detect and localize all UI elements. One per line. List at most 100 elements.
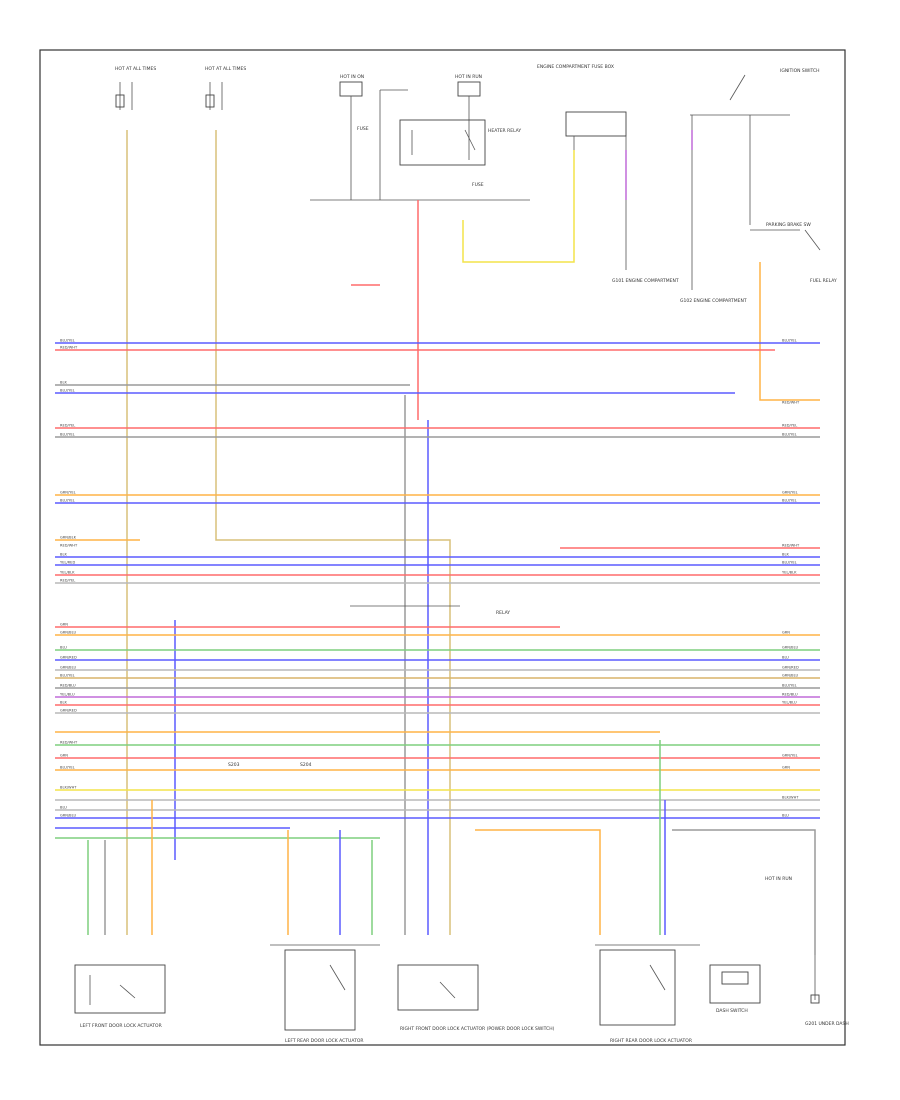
fuse-a-label: FUSE: [357, 126, 369, 132]
right-wire-label: BLK: [782, 553, 789, 557]
left-rear-door-lock-label: LEFT REAR DOOR LOCK ACTUATOR: [285, 1038, 364, 1044]
left-wire-label: BLU/YEL: [60, 674, 75, 678]
fuse-feed-left: HOT AT ALL TIMES HOT AT ALL TIMES: [115, 66, 246, 110]
right-front-door-lock-actuator: [397, 964, 479, 1011]
right-wire-label: BLK/WHT: [782, 796, 799, 800]
drop-wires: [87, 740, 816, 955]
fuel-relay-label: FUEL RELAY: [810, 278, 837, 284]
right-wire-label: GRN/BLU: [782, 674, 798, 678]
right-wire-labels: BLU/YEL RED/WHT RED/YEL BLU/YEL GRN/YEL BLU/Y…: [782, 339, 800, 818]
left-wire-label: BLU/YEL: [60, 766, 75, 770]
heater-relay-box: [399, 119, 486, 166]
left-wire-labels: BLU/YEL RED/WHT BLK BLU/YEL RED/YEL BLU/YEL GR…: [60, 339, 78, 818]
left-wire-label: YEL/RED: [60, 561, 75, 565]
fuse-b-label: FUSE: [472, 182, 484, 188]
dash-switch-label: DASH SWITCH: [716, 1008, 748, 1014]
left-front-door-lock-actuator: [74, 964, 166, 1014]
vertical-wires: [126, 130, 820, 935]
right-wire-label: GRN/YEL: [782, 491, 798, 495]
right-wire-label: GRN/BLU: [782, 646, 798, 650]
left-wire-label: RED/YEL: [60, 579, 75, 583]
heater-relay-label: HEATER RELAY: [488, 128, 521, 134]
left-wire-label: BLU/YEL: [60, 433, 75, 437]
right-wire-label: BLU/YEL: [782, 684, 797, 688]
right-wire-label: RED/YEL: [782, 424, 797, 428]
right-wire-label: RED/WHT: [782, 544, 800, 548]
left-wire-label: GRN/BLU: [60, 814, 76, 818]
left-wire-label: GRN: [60, 623, 68, 627]
left-wire-label: BLK: [60, 701, 67, 705]
hot-at-all-times-label-1: HOT AT ALL TIMES: [115, 66, 156, 72]
right-front-door-lock-label: RIGHT FRONT DOOR LOCK ACTUATOR (POWER DO…: [400, 1026, 555, 1032]
hot-in-on-label: HOT IN ON: [340, 74, 364, 80]
splice-labels: RELAY S203 S204: [228, 605, 510, 768]
hot-in-run-label: HOT IN RUN: [455, 74, 482, 80]
ground-g201: [810, 994, 820, 1004]
left-wire-label: BLU/YEL: [60, 499, 75, 503]
left-wire-label: BLU/YEL: [60, 389, 75, 393]
parking-brake-switch-label: PARKING BRAKE SW: [766, 222, 811, 228]
right-wire-label: BLU/YEL: [782, 561, 797, 565]
right-wire-label: BLU/YEL: [782, 433, 797, 437]
right-wire-label: RED/WHT: [782, 401, 800, 405]
hot-in-run-note: HOT IN RUN: [765, 876, 792, 882]
wire-tan-2: [215, 130, 451, 935]
wire-yellow-loop: [462, 150, 575, 263]
hot-at-all-times-label-2: HOT AT ALL TIMES: [205, 66, 246, 72]
left-wire-label: BLK: [60, 553, 67, 557]
bus-wires: [55, 342, 820, 839]
left-wire-label: BLU: [60, 646, 67, 650]
right-wire-label: RED/BLU: [782, 693, 798, 697]
ignition-switch: IGNITION SWITCH G102 ENGINE COMPARTMENT …: [680, 68, 837, 304]
right-rear-door-lock-actuator: [599, 949, 676, 1026]
right-wire-label: GRN: [782, 631, 790, 635]
left-wire-label: YEL/BLK: [60, 571, 75, 575]
right-wire-label: BLU/YEL: [782, 499, 797, 503]
ground-g201-label: G201 UNDER DASH: [805, 1021, 849, 1027]
left-wire-label: GRN/BLK: [60, 536, 77, 540]
left-wire-label: GRN/RED: [60, 656, 77, 660]
left-front-door-lock-label: LEFT FRONT DOOR LOCK ACTUATOR: [80, 1023, 162, 1029]
right-wire-label: BLU: [782, 814, 789, 818]
left-wire-label: RED/YEL: [60, 424, 75, 428]
dash-switch: [709, 964, 761, 1004]
fuse-box-center: HOT IN ON HOT IN RUN HEATER RELAY FUSE F…: [310, 74, 530, 201]
wire-orange-right: [759, 262, 820, 401]
right-wire-label: BLU/YEL: [782, 339, 797, 343]
left-wire-label: GRN: [60, 754, 68, 758]
right-wire-label: BLU: [782, 656, 789, 660]
left-wire-label: GRN/BLU: [60, 631, 76, 635]
right-wire-label: GRN/YEL: [782, 754, 798, 758]
right-wire-label: YEL/BLU: [782, 701, 797, 705]
left-wire-label: RED/WHT: [60, 544, 78, 548]
splice-a-label: S203: [228, 762, 240, 768]
diagram-frame: [39, 49, 846, 1046]
left-wire-label: GRN/BLU: [60, 666, 76, 670]
left-wire-label: BLK: [60, 381, 67, 385]
left-wire-label: BLK/WHT: [60, 786, 77, 790]
right-wire-label: GRN/RED: [782, 666, 799, 670]
left-wire-label: BLU: [60, 806, 67, 810]
left-wire-label: GRN/RED: [60, 709, 77, 713]
ground-b-label: G102 ENGINE COMPARTMENT: [680, 298, 747, 304]
right-wire-label: YEL/BLK: [782, 571, 797, 575]
relay-note-label: RELAY: [496, 610, 510, 616]
fuse-a: [339, 81, 363, 97]
right-wire-label: GRN: [782, 766, 790, 770]
left-wire-label: RED/WHT: [60, 741, 78, 745]
ignition-switch-label: IGNITION SWITCH: [780, 68, 820, 74]
left-wire-label: RED/WHT: [60, 346, 78, 350]
left-wire-label: YEL/BLU: [60, 693, 75, 697]
left-wire-label: BLU/YEL: [60, 339, 75, 343]
left-rear-door-lock-actuator: [284, 949, 356, 1031]
fuse-b: [457, 81, 481, 97]
engine-fuse-box: ENGINE COMPARTMENT FUSE BOX G101 ENGINE …: [537, 64, 679, 284]
ground-a-label: G101 ENGINE COMPARTMENT: [612, 278, 679, 284]
bottom-components: LEFT FRONT DOOR LOCK ACTUATOR LEFT REAR …: [74, 876, 849, 1044]
splice-b-label: S204: [300, 762, 312, 768]
engine-compartment-fuse-box-label: ENGINE COMPARTMENT FUSE BOX: [537, 64, 614, 70]
left-wire-label: RED/BLU: [60, 684, 76, 688]
right-rear-door-lock-label: RIGHT REAR DOOR LOCK ACTUATOR: [610, 1038, 692, 1044]
left-wire-label: GRN/YEL: [60, 491, 76, 495]
